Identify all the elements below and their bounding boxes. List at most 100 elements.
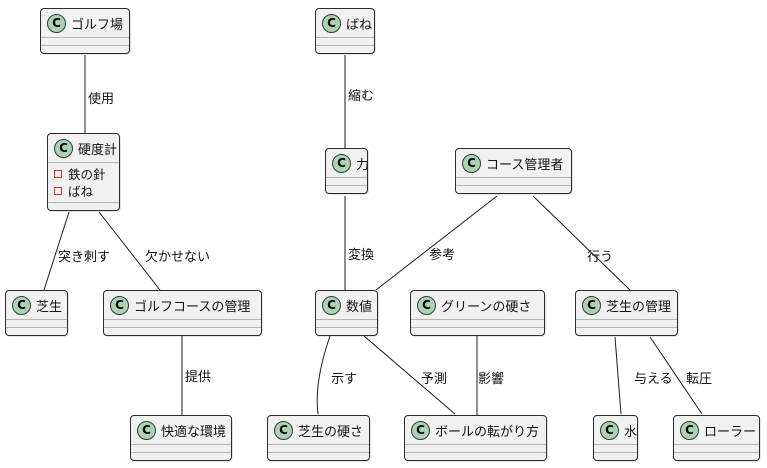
- class-title: C 快適な環境: [131, 416, 231, 445]
- class-icon: C: [582, 295, 601, 315]
- class-comfortable-environment: C 快適な環境: [130, 415, 232, 461]
- class-name: 芝生: [36, 299, 63, 315]
- class-name: 水: [624, 424, 638, 440]
- class-icon: C: [137, 420, 156, 440]
- class-icon: C: [322, 13, 341, 33]
- methods-compartment: [674, 453, 759, 460]
- field-row: ばね: [54, 182, 113, 199]
- fields-compartment: [456, 178, 571, 186]
- fields-compartment: [411, 320, 544, 328]
- class-title: C ローラー: [674, 416, 759, 445]
- field-name: ばね: [68, 184, 94, 199]
- fields-compartment: [131, 445, 231, 453]
- class-name: ローラー: [704, 424, 757, 440]
- edge-label: 突き刺す: [58, 250, 111, 265]
- methods-compartment: [268, 453, 369, 460]
- class-title: C 水: [594, 416, 637, 445]
- methods-compartment: [6, 328, 67, 335]
- class-title: C ゴルフコースの管理: [104, 291, 261, 320]
- edge-label: 示す: [331, 372, 358, 387]
- edge-label: 欠かせない: [145, 250, 211, 265]
- fields-compartment: [576, 320, 677, 328]
- field-row: 鉄の針: [54, 165, 113, 182]
- methods-compartment: [131, 453, 231, 460]
- fields-compartment: [268, 445, 369, 453]
- class-icon: C: [680, 420, 699, 440]
- private-field-icon: [54, 186, 62, 195]
- class-name: コース管理者: [486, 157, 564, 173]
- edge-course-manager-lawn-management: [532, 195, 631, 291]
- class-title: C ゴルフ場: [41, 9, 129, 38]
- methods-compartment: [405, 453, 546, 460]
- fields-compartment: [6, 320, 67, 328]
- class-title: C 力: [326, 149, 370, 178]
- methods-compartment: [576, 328, 677, 335]
- class-name: ボールの転がり方: [435, 424, 540, 440]
- class-water: C 水: [593, 415, 638, 461]
- edge-label: 変換: [348, 248, 375, 263]
- class-title: C ボールの転がり方: [405, 416, 546, 445]
- fields-compartment: 鉄の針 ばね: [48, 163, 119, 203]
- class-roller: C ローラー: [673, 415, 760, 461]
- class-title: C 芝生の管理: [576, 291, 677, 320]
- methods-compartment: [104, 328, 261, 335]
- class-icon: C: [462, 153, 481, 173]
- class-name: グリーンの硬さ: [441, 299, 532, 315]
- class-golf-course: C ゴルフ場: [40, 8, 130, 54]
- class-icon: C: [332, 153, 351, 173]
- class-icon: C: [600, 420, 619, 440]
- edge-course-manager-numeric-value: [375, 195, 498, 291]
- fields-compartment: [594, 445, 637, 453]
- fields-compartment: [41, 38, 129, 46]
- methods-compartment: [41, 46, 129, 53]
- class-title: C 芝生の硬さ: [268, 416, 369, 445]
- class-icon: C: [322, 295, 341, 315]
- class-name: 数値: [346, 299, 373, 315]
- class-ball-rolling: C ボールの転がり方: [404, 415, 547, 461]
- edge-label: 参考: [429, 248, 456, 263]
- class-lawn-management: C 芝生の管理: [575, 290, 678, 336]
- class-name: 快適な環境: [161, 424, 227, 440]
- methods-compartment: [411, 328, 544, 335]
- edge-label: 与える: [634, 372, 673, 387]
- class-spring: C ばね: [315, 8, 375, 54]
- fields-compartment: [674, 445, 759, 453]
- methods-compartment: [594, 453, 637, 460]
- class-icon: C: [411, 420, 430, 440]
- fields-compartment: [405, 445, 546, 453]
- class-force: C 力: [325, 148, 370, 194]
- methods-compartment: [456, 186, 571, 193]
- edge-label: 転圧: [686, 372, 713, 387]
- class-lawn: C 芝生: [5, 290, 68, 336]
- class-name: 力: [356, 157, 370, 173]
- fields-compartment: [316, 38, 374, 46]
- edge-label: 予測: [421, 372, 448, 387]
- class-name: ゴルフコースの管理: [134, 299, 251, 315]
- edge-label: 影響: [478, 372, 505, 387]
- class-green-hardness: C グリーンの硬さ: [410, 290, 545, 336]
- fields-compartment: [316, 320, 377, 328]
- class-course-manager: C コース管理者: [455, 148, 572, 194]
- private-field-icon: [54, 169, 62, 178]
- methods-compartment: [316, 328, 377, 335]
- class-title: C 硬度計: [48, 134, 119, 163]
- fields-compartment: [104, 320, 261, 328]
- edge-numeric-value-lawn-hardness: [316, 335, 331, 415]
- class-title: C 芝生: [6, 291, 67, 320]
- class-icon: C: [47, 13, 66, 33]
- edge-label: 使用: [88, 92, 115, 107]
- class-numeric-value: C 数値: [315, 290, 378, 336]
- class-icon: C: [417, 295, 436, 315]
- class-golf-course-management: C ゴルフコースの管理: [103, 290, 262, 336]
- class-name: 芝生の硬さ: [298, 424, 364, 440]
- class-title: C ばね: [316, 9, 374, 38]
- class-icon: C: [12, 295, 31, 315]
- class-hardness-meter: C 硬度計 鉄の針 ばね: [47, 133, 120, 211]
- edge-lawn-management-water: [614, 336, 622, 415]
- class-name: ばね: [346, 17, 373, 33]
- class-name: 硬度計: [78, 142, 118, 158]
- edge-label: 行う: [587, 250, 614, 265]
- fields-compartment: [326, 178, 367, 186]
